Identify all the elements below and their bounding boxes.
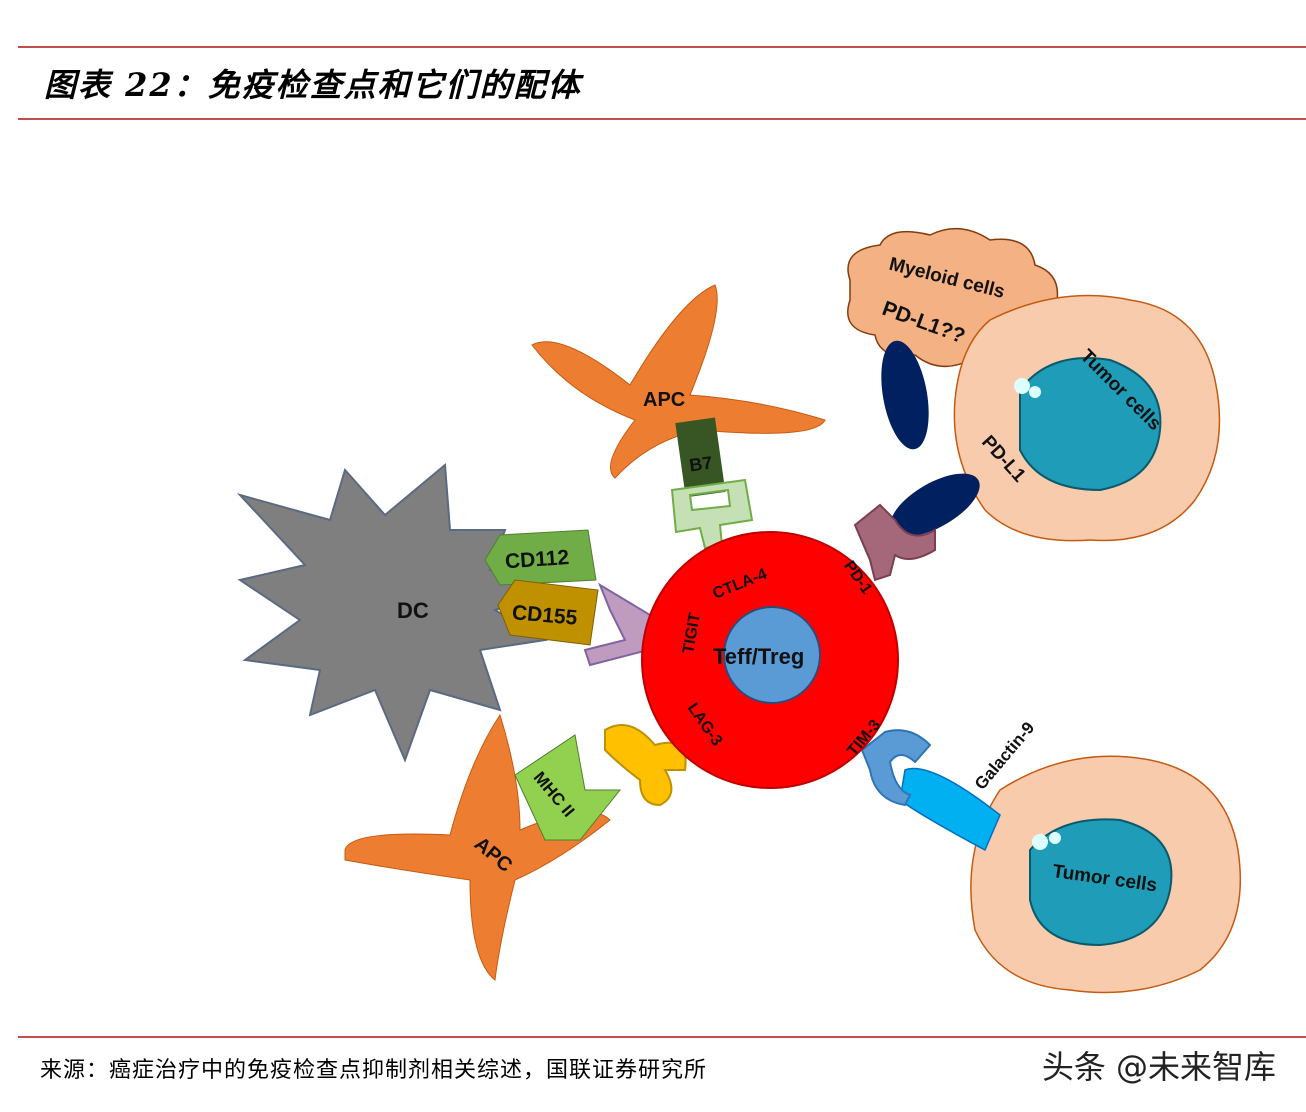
mhc2-ligand bbox=[514, 734, 622, 841]
bubble-icon bbox=[1032, 834, 1048, 850]
top-rule bbox=[18, 46, 1306, 48]
cd155-ligand bbox=[497, 579, 599, 646]
dc-label: DC bbox=[397, 598, 429, 623]
source-note: 来源：癌症治疗中的免疫检查点抑制剂相关综述，国联证券研究所 bbox=[40, 1058, 708, 1083]
figure-title: 图表 22：免疫检查点和它们的配体 bbox=[44, 66, 582, 104]
cd155-label: CD155 bbox=[511, 601, 578, 630]
tigit-label: TIGIT bbox=[680, 611, 704, 654]
bubble-icon bbox=[1049, 832, 1061, 844]
tumor-nucleus-2 bbox=[1029, 818, 1173, 947]
lag3-receptor bbox=[604, 724, 687, 807]
pdl1-ligand bbox=[890, 473, 980, 537]
galectin9-ligand bbox=[899, 767, 1001, 852]
cd112-ligand bbox=[484, 529, 597, 586]
pdl1-myeloid-ligand bbox=[881, 340, 929, 450]
dc-cell bbox=[236, 462, 559, 763]
watermark: 头条 @未来智库 bbox=[1041, 1048, 1276, 1086]
apc-top-cell bbox=[531, 284, 826, 479]
bubble-icon bbox=[1029, 386, 1041, 398]
bottom-rule bbox=[18, 1036, 1306, 1038]
t-cell-nucleus bbox=[723, 606, 821, 704]
title-rule bbox=[18, 118, 1306, 120]
t-cell-label: Teff/Treg bbox=[713, 644, 804, 669]
bubble-icon bbox=[1014, 378, 1030, 394]
tumor-nucleus-1 bbox=[1019, 357, 1162, 492]
b7-label: B7 bbox=[688, 452, 714, 475]
b7-ligand bbox=[675, 417, 726, 498]
cd112-label: CD112 bbox=[504, 546, 570, 573]
pd1-receptor bbox=[853, 503, 936, 582]
apc-top-label: APC bbox=[643, 389, 685, 411]
tim3-receptor bbox=[860, 729, 932, 807]
apc-bottom-cell bbox=[344, 713, 611, 981]
